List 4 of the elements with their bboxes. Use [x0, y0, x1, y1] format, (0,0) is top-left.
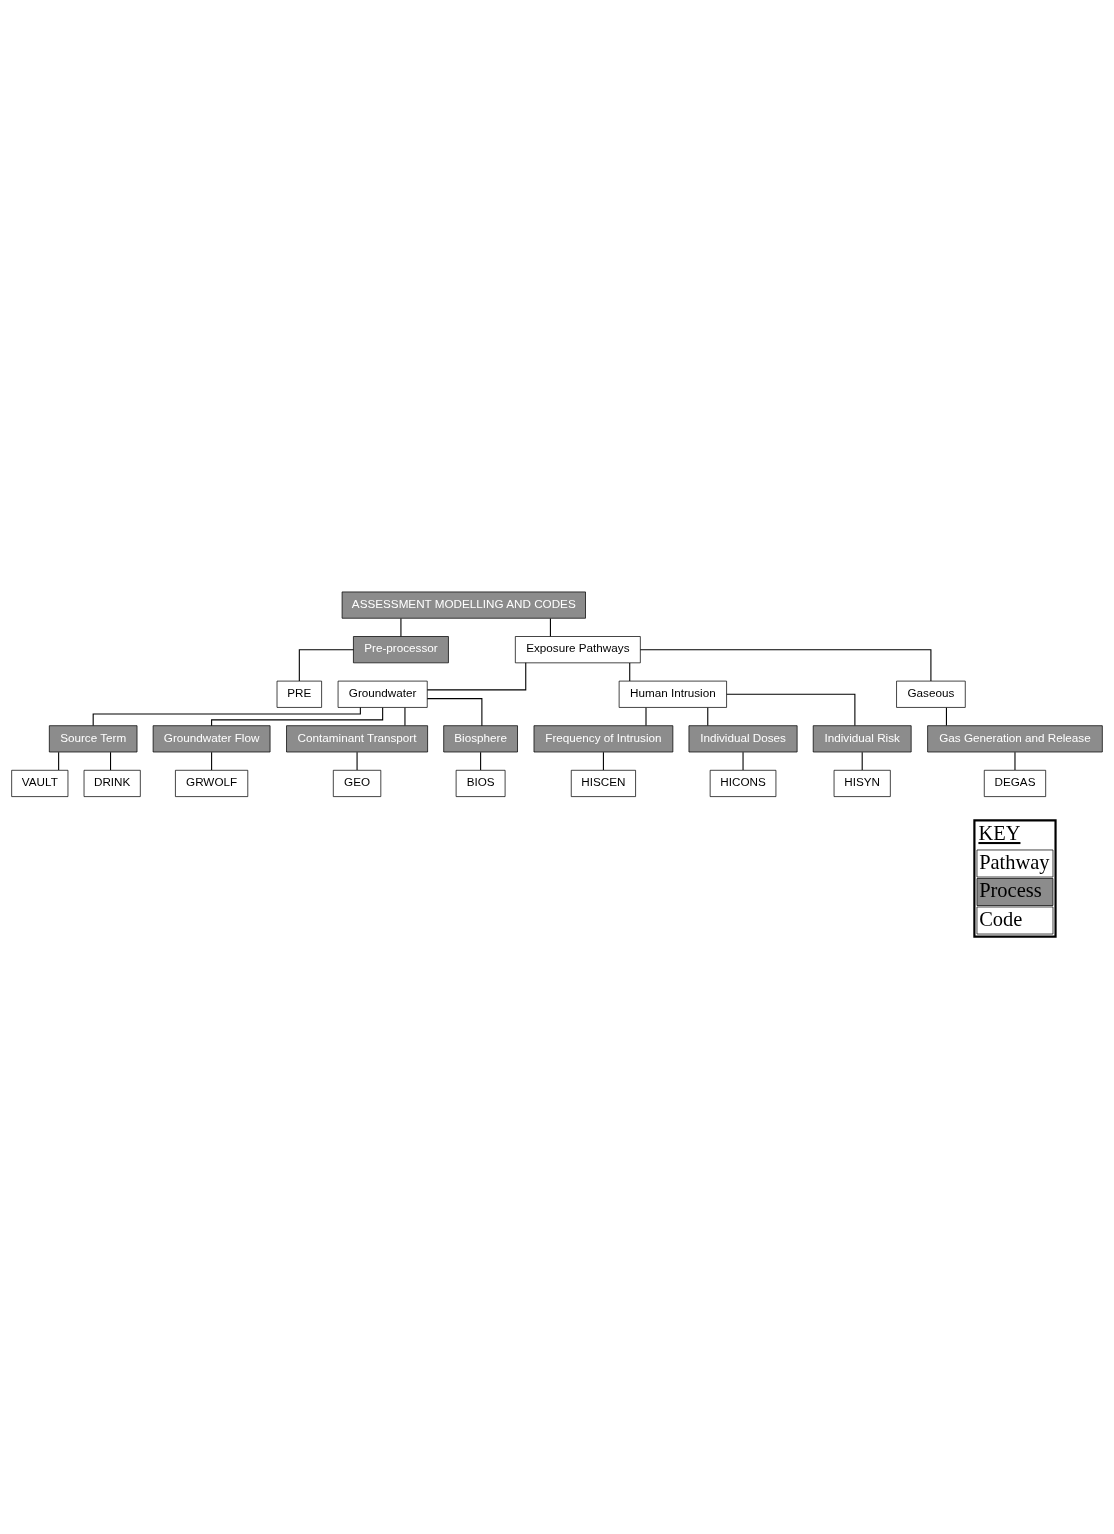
legend-label: Process — [979, 879, 1042, 902]
legend-label: Code — [979, 907, 1023, 930]
label: KEY — [978, 822, 1021, 845]
legend-label: Pathway — [979, 850, 1050, 873]
